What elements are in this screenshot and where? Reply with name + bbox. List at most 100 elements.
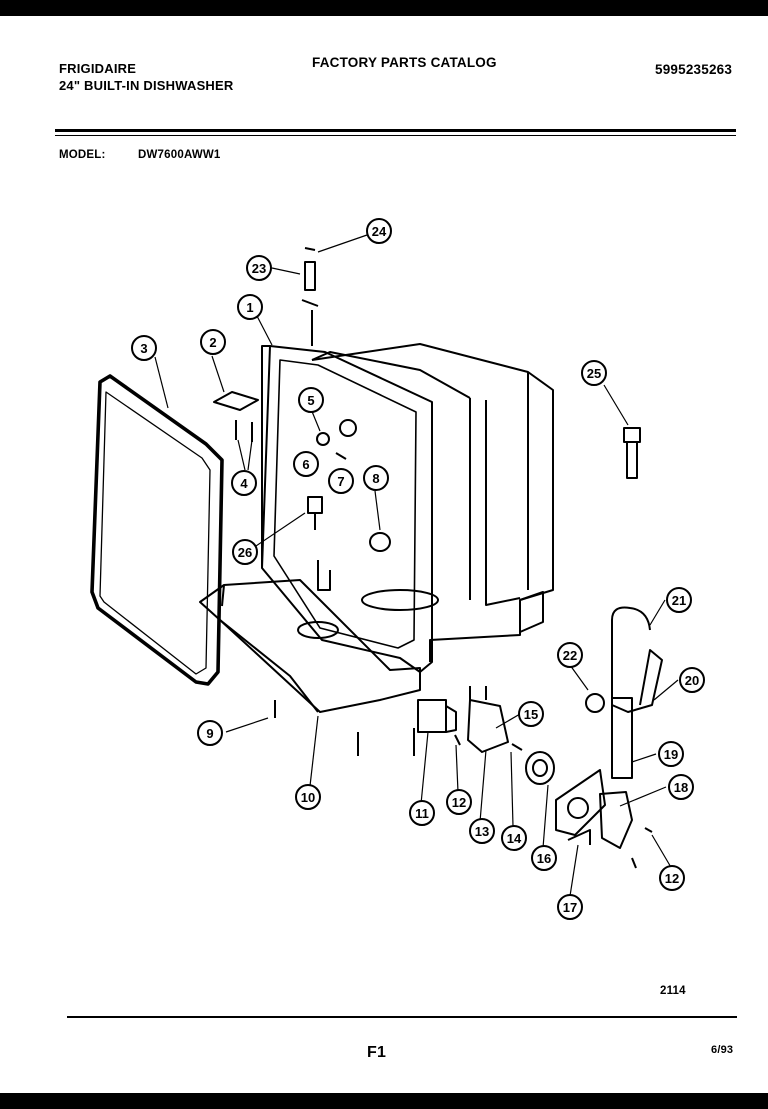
callout-26: 26 xyxy=(232,539,258,565)
callout-circle xyxy=(581,360,607,386)
callout-circle xyxy=(518,701,544,727)
callout-circle xyxy=(200,329,226,355)
callout-circle xyxy=(366,218,392,244)
callout-circle xyxy=(231,470,257,496)
callout-24: 24 xyxy=(366,218,392,244)
callout-number: 12 xyxy=(665,871,679,886)
callout-15: 15 xyxy=(518,701,544,727)
callout-number: 15 xyxy=(524,707,538,722)
callout-circle xyxy=(298,387,324,413)
callout-circle xyxy=(293,451,319,477)
callout-number: 26 xyxy=(238,545,252,560)
callout-number: 16 xyxy=(537,851,551,866)
callout-circle xyxy=(658,741,684,767)
catalog-title: FACTORY PARTS CATALOG xyxy=(312,55,497,70)
callout-3: 3 xyxy=(131,335,157,361)
callout-17: 17 xyxy=(557,894,583,920)
callout-circle xyxy=(237,294,263,320)
product-description: 24" BUILT-IN DISHWASHER xyxy=(59,78,234,93)
toe-panel-illustration xyxy=(199,579,421,713)
callout-circle xyxy=(668,774,694,800)
callout-number: 23 xyxy=(252,261,266,276)
callout-number: 3 xyxy=(140,341,147,356)
callout-7: 7 xyxy=(328,468,354,494)
callout-9: 9 xyxy=(197,720,223,746)
hinge-bracket-illustration xyxy=(213,391,259,442)
callout-circle xyxy=(409,800,435,826)
callout-1: 1 xyxy=(237,294,263,320)
callout-number: 4 xyxy=(240,476,248,491)
callout-25: 25 xyxy=(581,360,607,386)
revision-date: 6/93 xyxy=(711,1044,734,1056)
brand-name: FRIGIDAIRE xyxy=(59,61,137,76)
callout-circle xyxy=(446,789,472,815)
callout-14: 14 xyxy=(501,825,527,851)
callout-19: 19 xyxy=(658,741,684,767)
callout-22: 22 xyxy=(557,642,583,668)
pump-assembly-illustration xyxy=(417,606,663,869)
callout-6: 6 xyxy=(293,451,319,477)
callout-number: 9 xyxy=(206,726,213,741)
callout-circle xyxy=(131,335,157,361)
tub-illustration xyxy=(311,343,554,662)
callout-number: 25 xyxy=(587,366,601,381)
callout-circle xyxy=(531,845,557,871)
callout-number: 6 xyxy=(302,457,309,472)
callout-13: 13 xyxy=(469,818,495,844)
diagram-svg: 2423123255678426212220159191810111213141… xyxy=(90,218,705,920)
callout-circle xyxy=(469,818,495,844)
callout-circle xyxy=(246,255,272,281)
callout-circle xyxy=(295,784,321,810)
callout-11: 11 xyxy=(409,800,435,826)
callout-number: 20 xyxy=(685,673,699,688)
callout-2: 2 xyxy=(200,329,226,355)
callout-number: 8 xyxy=(372,471,379,486)
header-rule-thin xyxy=(55,135,736,136)
callout-number: 10 xyxy=(301,790,315,805)
callout-4: 4 xyxy=(231,470,257,496)
callout-23: 23 xyxy=(246,255,272,281)
page-number: F1 xyxy=(367,1044,387,1061)
callout-number: 2 xyxy=(209,335,216,350)
drawing-code: 2114 xyxy=(660,985,686,997)
callout-number: 21 xyxy=(672,593,686,608)
callout-circle xyxy=(197,720,223,746)
callout-circle xyxy=(501,825,527,851)
callout-18: 18 xyxy=(668,774,694,800)
callout-5: 5 xyxy=(298,387,324,413)
callout-number: 12 xyxy=(452,795,466,810)
callout-16: 16 xyxy=(531,845,557,871)
callout-circle xyxy=(557,894,583,920)
callout-circle xyxy=(679,667,705,693)
callout-number: 18 xyxy=(674,780,688,795)
callout-circle xyxy=(328,468,354,494)
callout-number: 22 xyxy=(563,648,577,663)
callout-number: 11 xyxy=(415,806,429,821)
callout-circle xyxy=(666,587,692,613)
callout-8: 8 xyxy=(363,465,389,491)
inlet-fitting-illustration xyxy=(623,427,641,479)
catalog-number: 5995235263 xyxy=(655,62,733,77)
door-frame-illustration xyxy=(261,345,433,673)
scan-bottom-border xyxy=(0,1093,768,1109)
hose-illustration xyxy=(301,247,319,346)
callout-number: 14 xyxy=(507,831,522,846)
callout-number: 13 xyxy=(475,824,489,839)
callout-circle xyxy=(557,642,583,668)
door-gasket-illustration xyxy=(90,374,224,686)
scan-top-border xyxy=(0,0,768,16)
callout-12: 12 xyxy=(659,865,685,891)
callout-21: 21 xyxy=(666,587,692,613)
callout-12: 12 xyxy=(446,789,472,815)
callout-number: 7 xyxy=(337,474,344,489)
callout-number: 1 xyxy=(246,300,253,315)
callout-number: 5 xyxy=(307,393,314,408)
model-label: MODEL: xyxy=(59,149,106,161)
callout-10: 10 xyxy=(295,784,321,810)
header-rule-thick xyxy=(55,129,736,132)
screws-illustration xyxy=(274,452,653,833)
callout-number: 19 xyxy=(664,747,678,762)
callout-20: 20 xyxy=(679,667,705,693)
